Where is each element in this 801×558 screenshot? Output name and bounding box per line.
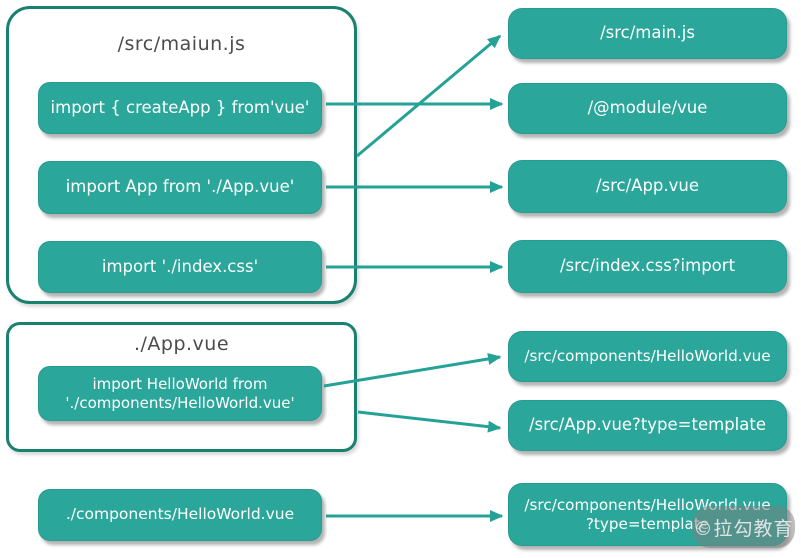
- group-title-app-vue: ./App.vue: [133, 333, 230, 355]
- import-node-create-app: import { createApp } from'vue': [38, 82, 322, 134]
- arrow-group2-to-appvue-template: [357, 410, 502, 433]
- lagou-watermark: ©拉勾教育: [692, 506, 795, 548]
- group-title-src-main: /src/maiun.js: [117, 33, 246, 55]
- resolved-node-src-app-vue: /src/App.vue: [508, 160, 787, 213]
- arrow-group1-to-main-js: [356, 34, 502, 158]
- resolved-node-index-css-import: /src/index.css?import: [508, 240, 787, 293]
- import-node-app-vue: import App from './App.vue': [38, 161, 322, 214]
- import-node-hello-world: import HelloWorld from './components/Hel…: [38, 366, 322, 421]
- resolved-node-module-vue: /@module/vue: [508, 83, 787, 134]
- import-node-index-css: import './index.css': [38, 241, 322, 293]
- resolved-node-components-hello-world: /src/components/HelloWorld.vue: [508, 331, 787, 382]
- resolved-node-app-vue-template: /src/App.vue?type=template: [508, 400, 787, 451]
- module-node-hello-world-file: ./components/HelloWorld.vue: [38, 489, 322, 541]
- resolved-node-src-main-js: /src/main.js: [508, 8, 787, 59]
